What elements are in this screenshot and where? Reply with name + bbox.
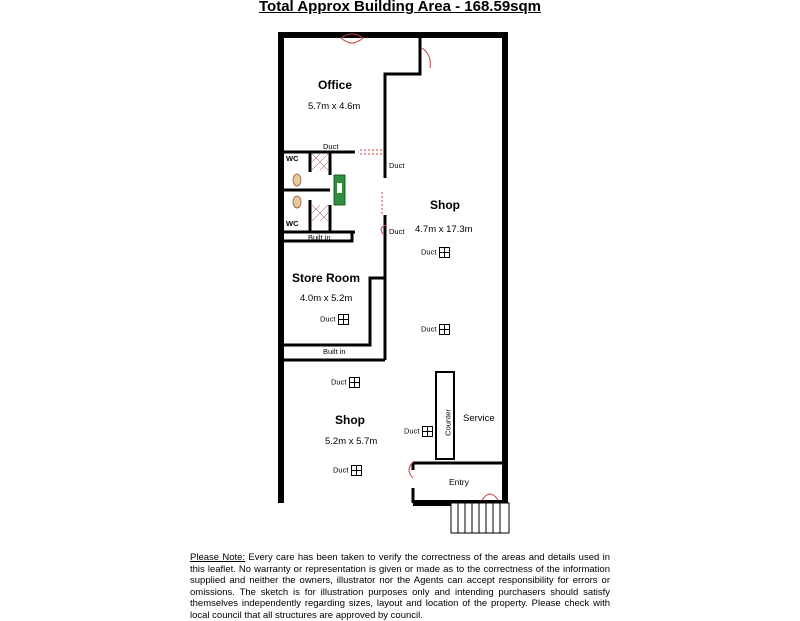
store-room-dims: 4.0m x 5.2m xyxy=(300,293,353,304)
disclaimer-lead: Please Note: xyxy=(190,552,246,563)
wc-label-bottom: WC xyxy=(286,219,299,228)
disclaimer-text: Every care has been taken to verify the … xyxy=(190,552,610,621)
wc-label-top: WC xyxy=(286,154,299,163)
office-dims: 5.7m x 4.6m xyxy=(308,101,361,112)
store-room-label: Store Room xyxy=(292,271,361,285)
wc-tiles xyxy=(311,153,329,222)
duct-label-office: Duct xyxy=(323,142,339,151)
door-swings xyxy=(340,33,499,501)
duct-grid-icon xyxy=(337,314,349,325)
duct-grid-icon xyxy=(438,324,450,335)
duct-marker-front-1: Duct xyxy=(331,377,360,388)
entry-steps xyxy=(450,502,510,534)
office-label: Office xyxy=(318,78,353,92)
duct-grid-icon xyxy=(348,377,360,388)
shop-front-label: Shop xyxy=(335,413,365,427)
duct-marker-shop-1: Duct xyxy=(421,247,450,258)
shop-main-dims: 4.7m x 17.3m xyxy=(415,224,473,235)
floor-plan xyxy=(278,32,510,534)
duct-marker-shop-2: Duct xyxy=(421,324,450,335)
duct-marker-front-2: Duct xyxy=(404,426,433,437)
duct-marker-store: Duct xyxy=(320,314,349,325)
disclaimer-note: Please Note: Every care has been taken t… xyxy=(190,552,610,621)
wc-fixtures xyxy=(292,173,346,209)
shop-front-dims: 5.2m x 5.7m xyxy=(325,436,378,447)
shop-main-label: Shop xyxy=(430,198,460,212)
built-in-label-top: Built in xyxy=(308,233,331,242)
entry-label: Entry xyxy=(449,477,469,487)
duct-label-shop-2: Duct xyxy=(389,227,405,236)
counter-label: Counter xyxy=(443,409,453,436)
duct-grid-icon xyxy=(438,247,450,258)
duct-grid-icon xyxy=(350,465,362,476)
duct-label-shop-1: Duct xyxy=(389,161,405,170)
built-in-label-bottom: Built in xyxy=(323,347,346,356)
service-label: Service xyxy=(463,413,495,424)
duct-grid-icon xyxy=(421,426,433,437)
plan-title: Total Approx Building Area - 168.59sqm xyxy=(259,0,541,15)
interior-walls xyxy=(284,38,505,503)
duct-marker-front-3: Duct xyxy=(333,465,362,476)
